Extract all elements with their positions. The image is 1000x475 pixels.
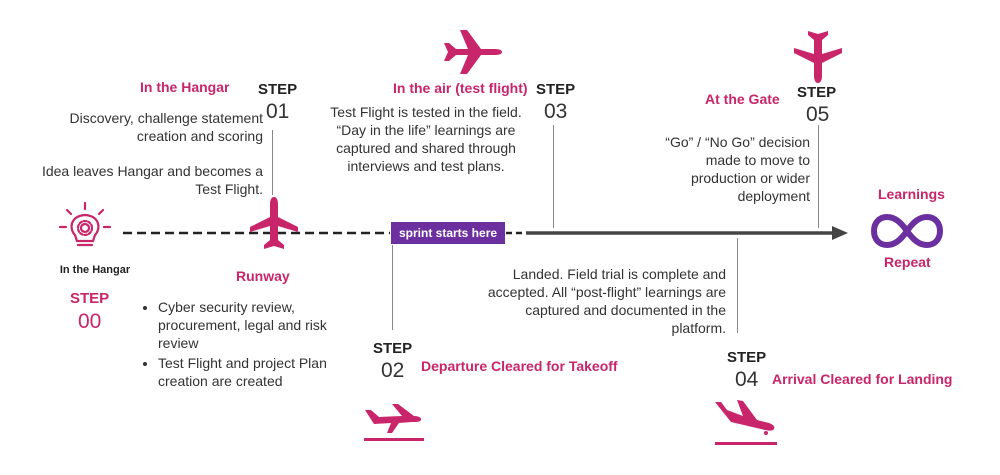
step01-number: 01 <box>266 100 290 123</box>
airplane-icon <box>250 197 298 249</box>
connector-step04 <box>737 238 738 333</box>
step01-description: Discovery, challenge statement creation … <box>69 110 264 144</box>
step03-description: Test Flight is tested in the field. “Day… <box>330 104 522 174</box>
step04-number: 04 <box>735 368 759 391</box>
step01-label: STEP <box>258 81 298 98</box>
step02-number: 02 <box>381 359 405 382</box>
airplane-flying-icon <box>444 30 502 74</box>
step01-title: In the Hangar <box>140 79 230 95</box>
runway-title: Runway <box>236 268 290 284</box>
repeat-label: Repeat <box>884 254 931 270</box>
airplane-gate-icon <box>794 31 842 83</box>
connector-step05 <box>818 125 819 228</box>
step04-label: STEP <box>727 349 767 366</box>
step05-title: At the Gate <box>705 91 780 107</box>
step05-number: 05 <box>806 103 830 126</box>
learnings-label: Learnings <box>878 186 945 202</box>
step03-title: In the air (test flight) <box>393 80 528 96</box>
sprint-starts-badge: sprint starts here <box>390 221 507 245</box>
connector-step02 <box>392 245 393 330</box>
step04-description: Landed. Field trial is complete and acce… <box>487 266 726 336</box>
step02-title: Departure Cleared for Takeoff <box>421 358 618 374</box>
step00-label: STEP <box>70 290 110 307</box>
connector-step03 <box>553 125 554 228</box>
step00-number: 00 <box>78 310 102 333</box>
step03-label: STEP <box>536 81 576 98</box>
step02-label: STEP <box>373 340 413 357</box>
timeline-arrowhead <box>832 226 848 240</box>
step04-title: Arrival Cleared for Landing <box>772 371 953 387</box>
runway-bullet: Test Flight and project Plan creation ar… <box>158 354 353 390</box>
infinity-icon <box>870 213 944 249</box>
runway-bullets: Cyber security review, procurement, lega… <box>138 298 353 392</box>
takeoff-icon <box>364 404 424 441</box>
step05-description: “Go” / “No Go” decision made to move to … <box>665 134 810 204</box>
lightbulb-icon <box>58 201 112 247</box>
connector-step01 <box>272 130 273 195</box>
step05-label: STEP <box>797 84 837 101</box>
step03-number: 03 <box>544 100 568 123</box>
hangar-icon-caption: In the Hangar <box>59 264 131 276</box>
step01-note: Idea leaves Hangar and becomes a Test Fl… <box>41 163 263 197</box>
landing-icon <box>715 400 777 445</box>
runway-bullet: Cyber security review, procurement, lega… <box>158 298 353 352</box>
